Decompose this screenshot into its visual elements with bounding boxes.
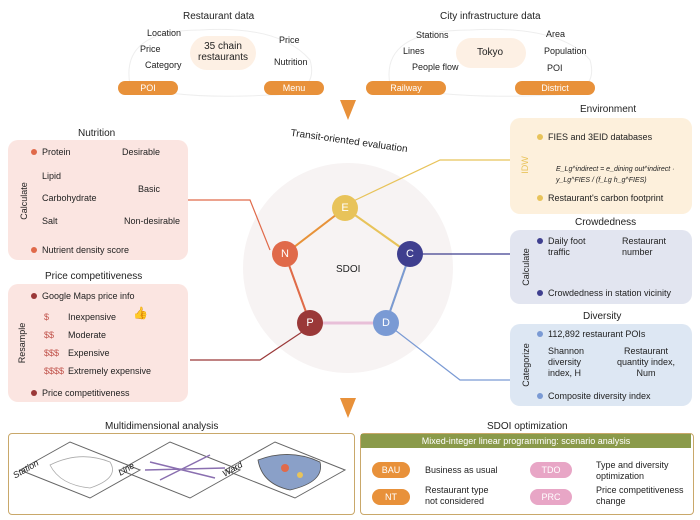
opt-title: SDOI optimization <box>487 421 568 432</box>
scenario-tag: PRC <box>530 489 572 505</box>
google-price-label: Google Maps price info <box>42 291 135 301</box>
restaurant-item: Price <box>140 44 161 54</box>
pill-menu: Menu <box>264 81 324 95</box>
scenario-tag: BAU <box>372 462 410 478</box>
pois-label: 112,892 restaurant POIs <box>548 329 646 339</box>
city-center-bubble <box>456 38 526 68</box>
opt-panel <box>360 433 694 515</box>
fies-label: FIES and 3EID databases <box>548 132 653 142</box>
diversity-panel <box>510 324 692 406</box>
city-item: People flow <box>412 62 459 72</box>
non-desirable-label: Non-desirable <box>124 216 181 226</box>
sdoi-label: SDOI <box>336 264 361 275</box>
restaurant-data-title: Restaurant data <box>183 11 255 22</box>
scenario-text: Type and diversity optimization <box>596 460 669 481</box>
price-level: Inexpensive <box>68 312 117 322</box>
city-item: Population <box>544 46 587 56</box>
lipid-label: Lipid <box>42 171 62 181</box>
price-panel <box>8 284 188 402</box>
price-symbol: $ <box>44 312 50 322</box>
daily-traffic-label: Daily foot traffic <box>548 236 586 257</box>
div-dot <box>537 331 543 337</box>
price-dot <box>31 390 37 396</box>
multi-title: Multidimensional analysis <box>105 421 219 432</box>
crowdedness-title: Crowdedness <box>575 217 637 228</box>
scenario-tag: TDO <box>530 462 572 478</box>
env-dot <box>537 195 543 201</box>
div-dot <box>537 393 543 399</box>
price-dot <box>31 293 37 299</box>
scenario-text: Business as usual <box>425 465 498 475</box>
nutrition-dot <box>31 149 37 155</box>
price-title: Price competitiveness <box>45 271 143 282</box>
node-d: D <box>373 310 399 336</box>
carbohydrate-label: Carbohydrate <box>42 193 97 203</box>
crowd-dot <box>537 238 543 244</box>
div-side-label: Categorize <box>521 343 531 387</box>
node-p: P <box>297 310 323 336</box>
nutrition-side-label: Calculate <box>19 182 29 220</box>
nutrition-title: Nutrition <box>78 128 116 139</box>
nutrition-panel <box>8 140 188 260</box>
scenario-tag: NT <box>372 489 410 505</box>
restaurant-item: Location <box>147 28 182 38</box>
environment-title: Environment <box>580 104 637 115</box>
nutrition-dot <box>31 247 37 253</box>
price-level: Expensive <box>68 348 110 358</box>
price-symbol: $$$ <box>44 348 60 358</box>
div-result-label: Composite diversity index <box>548 391 651 401</box>
restaurant-number-label: Restaurant number <box>622 236 667 257</box>
footprint-label: Restaurant's carbon footprint <box>548 193 664 203</box>
city-item: Stations <box>416 30 449 40</box>
node-e: E <box>332 195 358 221</box>
restaurant-center-bubble <box>190 36 256 70</box>
city-data-title: City infrastructure data <box>440 11 541 22</box>
city-item: POI <box>547 63 563 73</box>
restaurant-item: Price <box>279 35 300 45</box>
quantity-label: Restaurant quantity index, Num <box>617 346 676 378</box>
crowd-result-label: Crowdedness in station vicinity <box>548 288 672 298</box>
restaurant-item: Nutrition <box>274 57 308 67</box>
scenario-text: Restaurant type not considered <box>425 485 489 506</box>
price-side-label: Resample <box>17 322 27 364</box>
city-item: Lines <box>403 46 425 56</box>
shannon-label: Shannon diversity index, H <box>548 346 585 378</box>
salt-label: Salt <box>42 216 58 226</box>
env-side-label: IDW <box>520 156 530 174</box>
price-result-label: Price competitiveness <box>42 388 130 398</box>
pill-railway: Railway <box>366 81 446 95</box>
formula-text: E_Lg^indirect = e_dining out^indirect · … <box>556 166 675 184</box>
protein-label: Protein <box>42 147 71 157</box>
city-center-text: Tokyo <box>477 47 504 58</box>
restaurant-item: Category <box>145 60 182 70</box>
price-symbol: $$$$ <box>44 366 65 376</box>
basic-label: Basic <box>138 184 161 194</box>
env-dot <box>537 134 543 140</box>
node-c: C <box>397 241 423 267</box>
city-item: Area <box>546 29 566 39</box>
desirable-label: Desirable <box>122 147 161 157</box>
price-level: Extremely expensive <box>68 366 152 376</box>
multi-panel <box>8 433 355 515</box>
scenario-text: Price competitiveness change <box>596 485 684 506</box>
crowd-side-label: Calculate <box>521 248 531 286</box>
restaurant-center-text: 35 chain restaurants <box>197 41 249 63</box>
crowd-dot <box>537 290 543 296</box>
price-symbol: $$ <box>44 330 55 340</box>
pill-district: District <box>515 81 595 95</box>
nutrient-score-label: Nutrient density score <box>42 245 130 255</box>
node-n: N <box>272 241 298 267</box>
price-level: Moderate <box>68 330 107 340</box>
opt-banner: Mixed-integer linear programming: scenar… <box>361 434 691 448</box>
diversity-title: Diversity <box>583 311 622 322</box>
thumbs-up-icon: 👍 <box>133 306 148 320</box>
pill-poi: POI <box>118 81 178 95</box>
